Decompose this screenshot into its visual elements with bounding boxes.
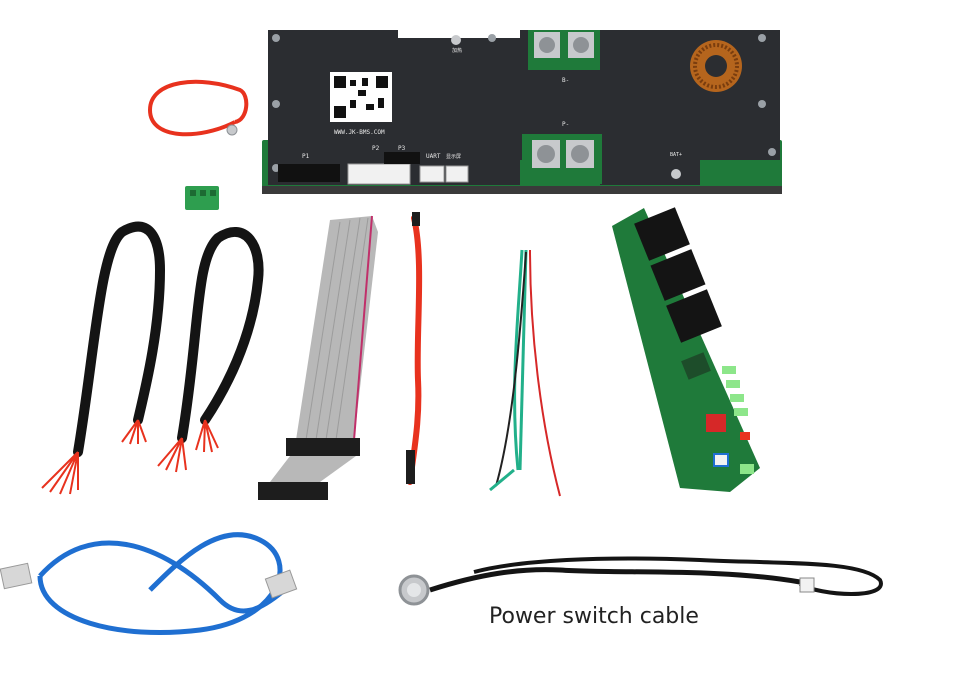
- qr-code: [330, 72, 392, 122]
- port-uart-label: UART: [426, 153, 441, 160]
- port-p2-label: P2: [372, 145, 380, 152]
- connector-p1: [278, 164, 340, 182]
- b-minus-label: B-: [562, 77, 569, 84]
- balance-harness-left: [41, 221, 166, 495]
- connector-p2: [347, 163, 411, 185]
- port-display-label: 显示屏: [446, 154, 461, 160]
- bms-board: WWW.JK-BMS.COM P1 P2 P3 UART 显示屏 加热 B- P…: [262, 30, 782, 194]
- board-url: WWW.JK-BMS.COM: [334, 129, 385, 136]
- balance-harness-right: [157, 227, 264, 473]
- port-p1-label: P1: [302, 153, 310, 160]
- p-minus-label: P-: [562, 121, 569, 128]
- b-minus-terminals: [528, 30, 600, 70]
- green-terminal-block: [185, 186, 219, 210]
- heating-label: 加热: [452, 47, 462, 54]
- toroid-inductor: [690, 40, 742, 92]
- port-p3-label: P3: [398, 145, 406, 152]
- expansion-board: [612, 207, 760, 492]
- dip-switch: [706, 414, 726, 432]
- red-wire-ring-terminal: [147, 79, 249, 137]
- bat-plus-label: BAT+: [670, 152, 682, 158]
- connector-p3: [384, 152, 420, 164]
- rj45-jacks: [634, 207, 722, 343]
- blue-network-cable: [0, 532, 298, 635]
- ribbon-cable: [258, 215, 378, 500]
- p-minus-terminals: [522, 134, 602, 184]
- power-switch-caption: Power switch cable: [489, 604, 699, 629]
- leds: [722, 366, 754, 474]
- power-switch-cable: [398, 556, 883, 606]
- temperature-sensor-wires: [489, 249, 561, 497]
- push-button: [713, 453, 729, 467]
- red-sense-wire: [406, 212, 423, 485]
